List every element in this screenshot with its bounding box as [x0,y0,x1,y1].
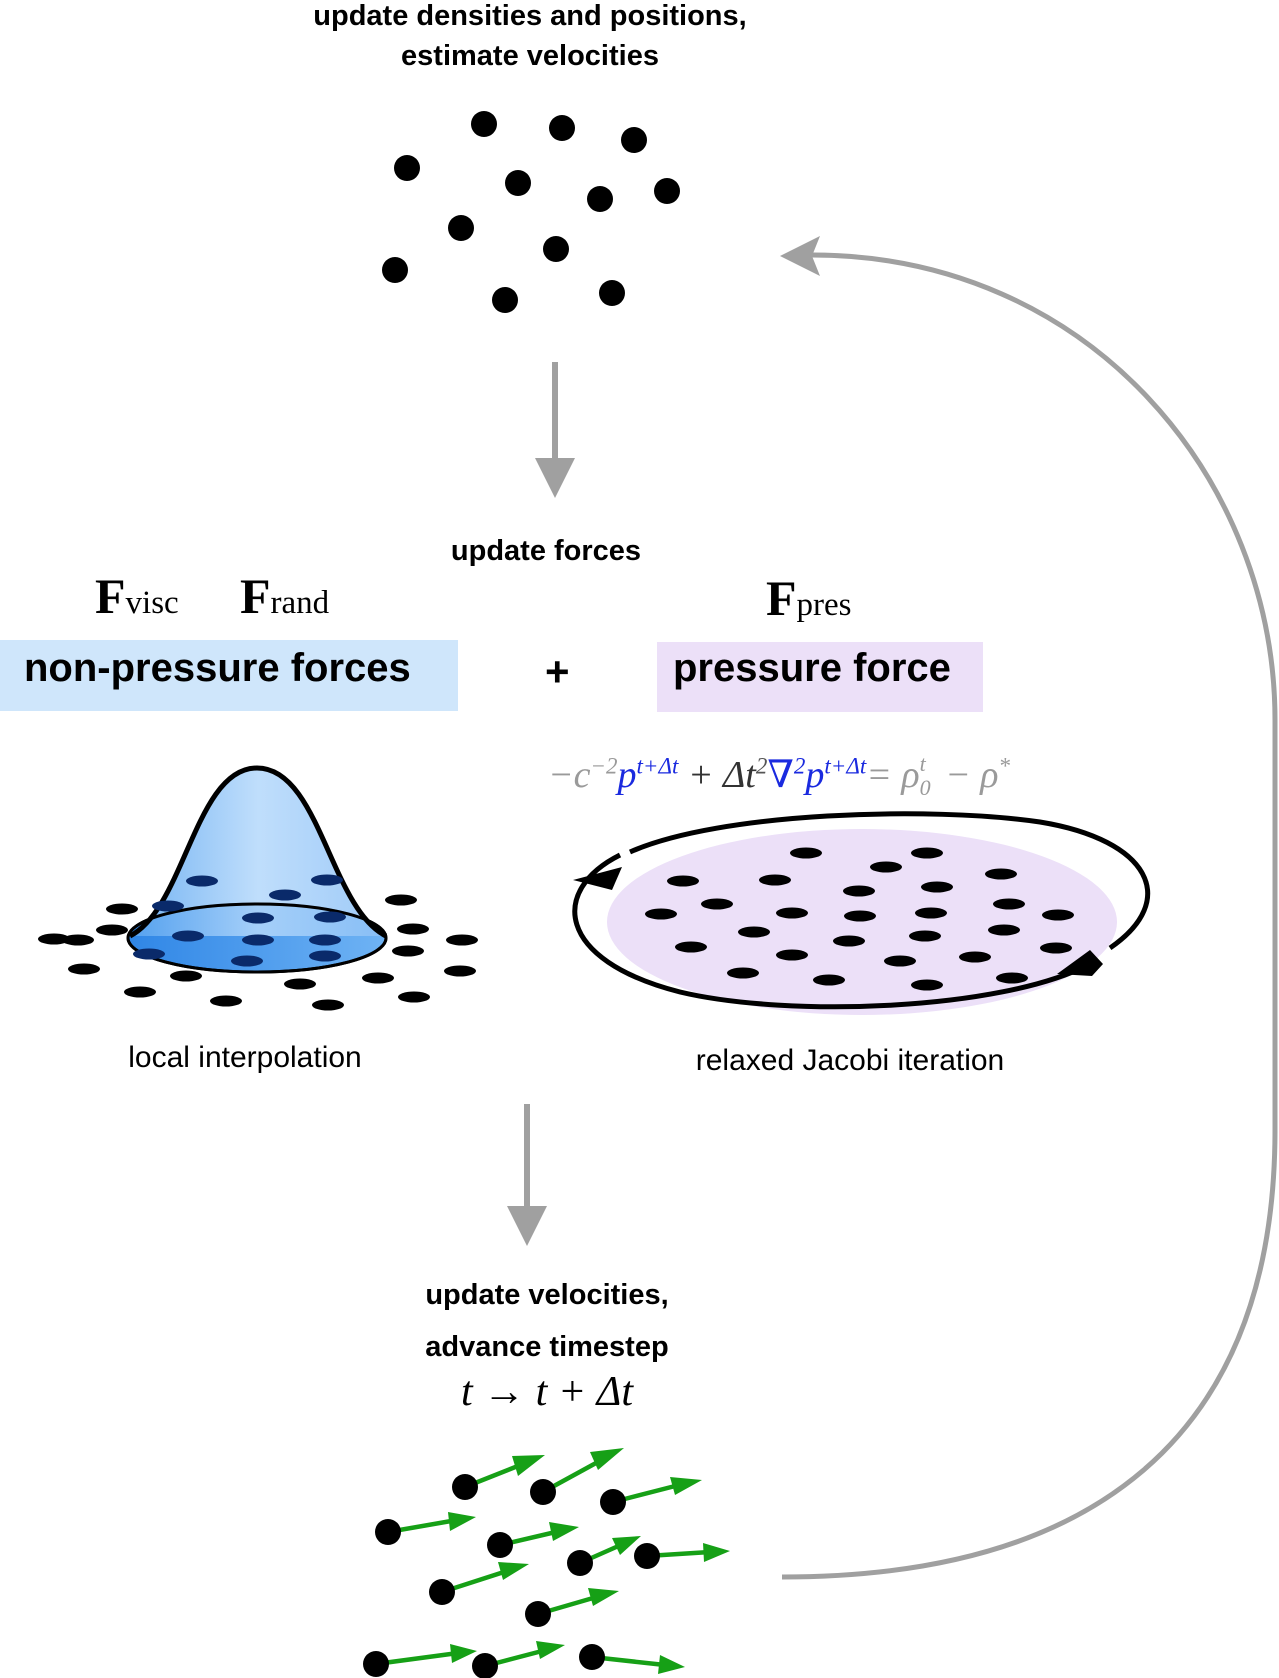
frand-F: F [240,568,271,624]
down-arrow-2 [507,1104,547,1246]
step1-line2: estimate velocities [401,40,659,72]
particle [487,1532,513,1558]
eq-term-p1: p [617,754,637,796]
pressure-label: pressure force [673,646,951,690]
particle [394,155,420,181]
eq-sup-p2: t+Δt [824,753,867,779]
jacobi-caption: relaxed Jacobi iteration [695,1044,1005,1077]
particle [567,1550,593,1576]
eq-sup-c: −2 [590,753,618,779]
down-arrow-1 [535,362,575,498]
jacobi-illustration [572,811,1151,1015]
particle [505,170,531,196]
particle [448,215,474,241]
frand-sub: rand [270,585,330,621]
eq-sub-rho0: 0 [919,775,931,800]
particle [452,1474,478,1500]
fpres-sub: pres [796,587,852,623]
eq-term-dt: + Δt [678,754,756,796]
eq-term-rho0: = ρ [866,754,920,796]
fpres-symbol: Fpres [766,569,852,627]
eq-sup-rho0: t [919,751,926,776]
particle [525,1601,551,1627]
plus-sign: + [545,648,570,695]
nonpressure-box-bg [0,640,458,711]
timestep-formula: t → t + Δt [461,1369,633,1415]
particle [492,287,518,313]
fvisc-F: F [95,568,126,624]
particle [363,1651,389,1677]
step3-title: update velocities, advance timestep [297,1269,797,1373]
particle [634,1543,660,1569]
eq-term-c: −c [548,754,591,796]
eq-term-laplacian: ∇ [767,754,794,796]
fvisc-sub: visc [125,585,179,621]
particle [375,1519,401,1545]
particle [471,111,497,137]
fvisc-symbol: Fvisc [95,567,179,625]
fpres-F: F [766,570,797,626]
kernel-bell-curve [130,768,386,936]
particle [587,186,613,212]
eq-sup-p1: t+Δt [636,753,679,779]
local-interpolation-caption: local interpolation [128,1041,362,1074]
eq-sup-laplacian: 2 [793,753,806,779]
step1-title: update densities and positions, estimate… [230,0,830,76]
jacobi-arrowhead-left [573,867,622,890]
kernel-illustration [38,765,478,1011]
step3-line1: update velocities, [425,1279,669,1311]
eq-term-rhostar: − ρ [935,754,999,796]
particle [549,115,575,141]
particle [530,1479,556,1505]
particle-cloud-top [382,111,680,313]
eq-sup-dt: 2 [755,753,768,779]
step1-line1: update densities and positions, [313,0,747,32]
particle [654,178,680,204]
particle [543,236,569,262]
jacobi-arrowhead-right [1057,950,1103,976]
particle [472,1653,498,1678]
nonpressure-label: non-pressure forces [24,646,411,690]
pressure-box-bg [657,642,983,712]
loop-back-arrow [780,236,1278,1580]
particle [621,127,647,153]
step2-title: update forces [450,535,642,567]
particle [429,1579,455,1605]
particle [382,257,408,283]
eq-sup-rhostar: * [998,753,1011,779]
particle [579,1644,605,1670]
particle [600,1489,626,1515]
jacobi-domain [607,829,1117,1015]
eq-term-p2: p [805,754,825,796]
frand-symbol: Frand [240,567,329,625]
step3-line2: advance timestep [425,1331,669,1363]
particle-cloud-bottom [363,1448,730,1678]
particle [599,280,625,306]
